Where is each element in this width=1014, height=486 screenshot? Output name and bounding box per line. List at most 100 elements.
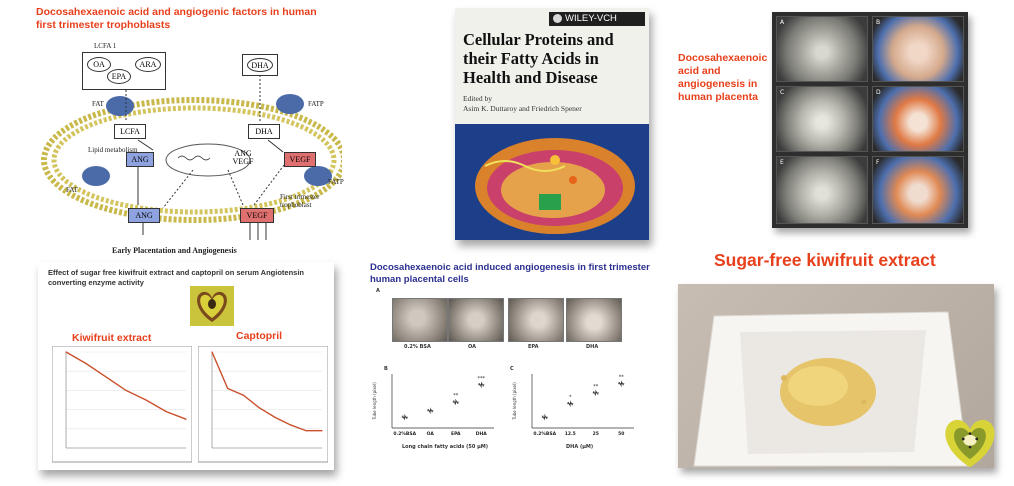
significance-label: *	[569, 395, 572, 401]
data-point	[545, 417, 548, 419]
data-point	[211, 351, 213, 353]
image-label-epa: EPA	[528, 344, 539, 350]
ang-out-box: ANG	[128, 208, 160, 223]
data-point	[258, 407, 260, 409]
captopril-chart-label: Captopril	[236, 330, 283, 342]
data-point	[289, 424, 292, 426]
chart-frame	[198, 346, 328, 463]
vegf-out-box: VEGF	[240, 208, 274, 223]
data-point	[125, 389, 127, 391]
extract-title: Sugar-free kiwifruit extract	[714, 250, 936, 270]
data-point	[622, 384, 624, 386]
data-point	[274, 416, 276, 418]
tick-label: DHA	[476, 431, 488, 437]
pathway-diagram	[41, 75, 342, 240]
y-axis-label: Tube length (pixel)	[372, 382, 377, 421]
fatp-label-low: FATP	[328, 178, 344, 186]
fat-transporter-left	[106, 96, 134, 116]
lcfa-inner-box: LCFA	[114, 124, 146, 139]
early-placentation-label: Early Placentation and Angiogenesis	[112, 246, 237, 255]
data-point	[402, 415, 404, 417]
data-point	[543, 417, 545, 419]
significance-label: **	[593, 384, 599, 390]
data-point	[427, 409, 429, 411]
image-label-dha: DHA	[586, 344, 599, 350]
captopril-chart	[198, 346, 328, 463]
ara-node: ARA	[135, 57, 161, 72]
data-point	[568, 404, 571, 406]
microscopy-bsa	[392, 298, 448, 342]
placenta-title: Docosahexaenoic acid and angiogenesis in…	[678, 52, 768, 103]
placental-cells-panel: Docosahexaenoic acid induced angiogenesi…	[362, 258, 662, 454]
placenta-image-e: E	[776, 156, 868, 224]
data-point	[596, 393, 599, 395]
placenta-image-a: A	[776, 16, 868, 82]
placenta-image-c: C	[776, 86, 868, 152]
image-label-bsa: 0.2% BSA	[404, 344, 431, 350]
data-point	[404, 415, 407, 417]
oa-node: OA	[87, 57, 111, 72]
chart-frame	[52, 346, 192, 463]
data-point	[567, 402, 569, 404]
significance-label: ***	[478, 376, 486, 382]
image-label-oa: OA	[468, 344, 476, 350]
placenta-image-f: F	[872, 156, 964, 224]
wiley-logo-icon	[553, 14, 562, 23]
data-point	[482, 385, 484, 387]
trophoblast-label: First trimester trophoblast	[280, 193, 320, 209]
significance-label: **	[619, 375, 625, 381]
label-c: C	[510, 366, 514, 372]
tick-label: OA	[427, 431, 435, 437]
data-point	[455, 400, 458, 402]
ace-title: Effect of sugar free kiwifruit extract a…	[48, 268, 305, 287]
lipid-metabolism-label: Lipid metabolism	[88, 146, 138, 154]
placenta-image-grid: A B C D E F	[772, 12, 968, 228]
kiwi-heart-icon-2	[945, 419, 995, 468]
data-point	[405, 417, 408, 419]
ang-inner-box: ANG	[126, 152, 154, 167]
data-point	[431, 411, 433, 413]
data-point	[544, 415, 547, 417]
fatp-transporter-right	[276, 94, 304, 114]
data-point	[571, 404, 573, 406]
data-point	[428, 411, 431, 413]
tick-label: 0.2%BSA	[533, 431, 556, 437]
data-point	[618, 382, 620, 384]
book-editors: Asim K. Duttaroy and Friedrich Spener	[463, 104, 582, 113]
data-point	[453, 400, 455, 402]
tick-label: 0.2%BSA	[393, 431, 416, 437]
pathway-title: Docosahexaenoic acid and angiogenic fact…	[36, 6, 317, 31]
dha-node-top: DHA	[247, 58, 273, 72]
data-point	[321, 430, 323, 432]
vegf-inner-box: VEGF	[284, 152, 316, 167]
data-point	[145, 399, 147, 401]
data-point	[542, 415, 544, 417]
data-point	[570, 402, 572, 404]
lcfa-group-box: OA EPA ARA	[82, 52, 166, 90]
placenta-panel: Docosahexaenoic acid and angiogenesis in…	[664, 8, 974, 234]
fatp-transporter-low	[304, 166, 332, 186]
ace-activity-panel: Effect of sugar free kiwifruit extract a…	[38, 262, 334, 470]
data-point	[165, 410, 167, 413]
kiwifruit-chart-label: Kiwifruit extract	[72, 332, 152, 344]
significance-label: **	[453, 393, 459, 399]
data-point	[185, 418, 187, 420]
data-point	[621, 382, 623, 384]
fat-label-left: FAT	[92, 100, 104, 108]
data-point	[105, 376, 107, 378]
publisher-name: WILEY-VCH	[565, 13, 617, 24]
data-point	[227, 387, 229, 390]
placenta-image-b: B	[872, 16, 964, 82]
placenta-image-d: D	[872, 86, 964, 152]
lcfa-group-label: LCFA 1	[94, 42, 117, 50]
label-a: A	[376, 288, 380, 294]
fat-transporter-low	[82, 166, 110, 186]
book-cover-art	[455, 124, 649, 240]
y-axis-label: Tube length (pixel)	[512, 382, 517, 421]
tick-label: 50	[618, 431, 624, 437]
placental-cells-title: Docosahexaenoic acid induced angiogenesi…	[370, 262, 650, 285]
series-line	[211, 351, 322, 432]
xlabel-fatty-acids: Long chain fatty acids (50 μM)	[402, 444, 489, 450]
